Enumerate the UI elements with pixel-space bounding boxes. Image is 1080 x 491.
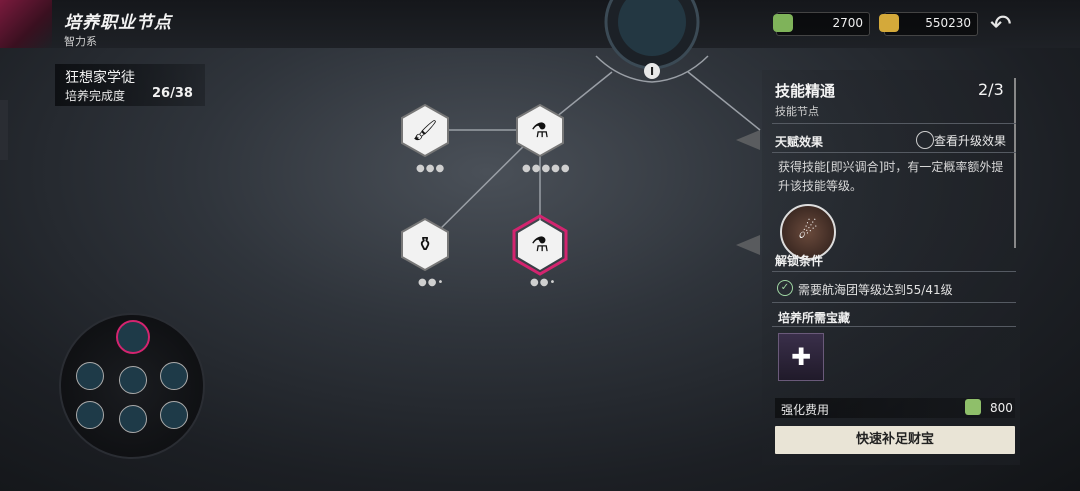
unlock-label: 解锁条件	[775, 254, 824, 268]
divider	[772, 152, 1016, 153]
minimap-node[interactable]	[119, 366, 147, 394]
divider	[772, 302, 1016, 303]
character-info-box	[55, 64, 205, 106]
brush-icon: 🖌	[412, 118, 438, 142]
skill-icon[interactable]: ☄	[780, 204, 836, 260]
skill-level: 2/3	[978, 80, 1004, 99]
treasure-slot-add-icon[interactable]: ✚	[778, 333, 824, 381]
cost-bar	[775, 398, 1015, 418]
header-accent	[0, 0, 52, 48]
root-level-badge	[644, 63, 660, 79]
green-tea-currency-icon	[773, 14, 793, 32]
currency-gold-value: 550230	[925, 16, 971, 30]
node-type: 技能节点	[775, 105, 819, 118]
progress-label: 培养完成度	[65, 89, 126, 103]
minimap-node-selected[interactable]	[116, 320, 150, 354]
character-name: 狂想家学徒	[65, 70, 135, 86]
minimap-node[interactable]	[160, 362, 188, 390]
panel-scrollbar[interactable]	[1014, 78, 1016, 248]
left-edge-tab[interactable]	[0, 100, 8, 160]
currency-gold: 550230	[879, 12, 978, 36]
view-upgrade-link[interactable]: 查看升级效果	[934, 134, 1007, 148]
bottle-icon: ⚱	[416, 232, 434, 256]
root-numeral: I	[650, 65, 654, 78]
unlock-requirement: 需要航海团等级达到55/41级	[798, 283, 953, 297]
minimap-node[interactable]	[76, 362, 104, 390]
divider	[772, 271, 1016, 272]
currency-tea-value: 2700	[832, 16, 863, 30]
talent-description: 获得技能[即兴调合]时，有一定概率额外提升该技能等级。	[778, 160, 1004, 193]
cost-label: 强化费用	[781, 403, 830, 417]
divider	[772, 123, 1016, 124]
green-tea-currency-icon	[965, 399, 981, 415]
back-arrow-icon[interactable]: ↶	[990, 10, 1012, 40]
search-icon[interactable]	[916, 131, 934, 149]
minimap-node[interactable]	[119, 405, 147, 433]
node-level-dots: ●●●●●	[522, 163, 571, 174]
progress-value: 26/38	[152, 86, 193, 101]
cauldron-icon: ⚗	[531, 118, 549, 142]
divider	[772, 326, 1016, 327]
currency-tea: 2700	[773, 12, 870, 36]
node-top-left[interactable]	[401, 103, 449, 158]
node-bottom-left[interactable]	[401, 217, 449, 272]
skill-name: 技能精通	[775, 82, 836, 100]
node-top-right[interactable]	[516, 103, 564, 158]
check-icon: ✓	[777, 280, 793, 296]
node-level-dots: ●●●	[416, 163, 446, 174]
quick-refill-button[interactable]: 快速补足财宝	[775, 426, 1015, 454]
node-bottom-right-selected[interactable]	[512, 214, 568, 276]
page-subtitle: 智力系	[64, 35, 97, 48]
node-level-dots: ●●•	[418, 277, 445, 288]
minimap-node[interactable]	[76, 401, 104, 429]
page-title: 培养职业节点	[64, 13, 172, 33]
mixing-icon: ⚗	[531, 232, 549, 256]
node-level-dots: ●●•	[530, 277, 557, 288]
cost-value: 800	[990, 401, 1013, 415]
treasure-label: 培养所需宝藏	[778, 311, 851, 325]
talent-label: 天赋效果	[775, 135, 824, 149]
gold-coin-currency-icon	[879, 14, 899, 32]
minimap-node[interactable]	[160, 401, 188, 429]
